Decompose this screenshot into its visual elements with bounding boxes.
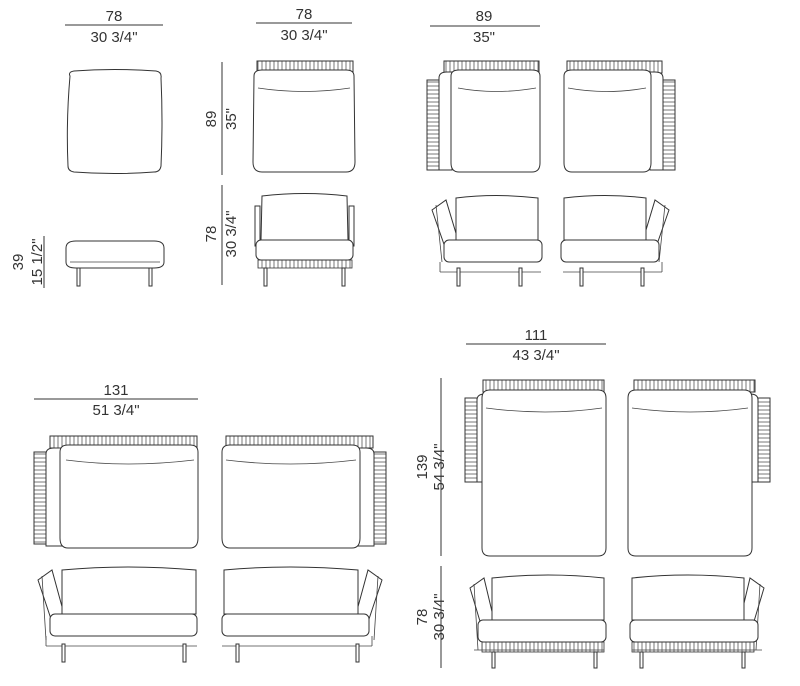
dim-chaise-height-metric: 78	[414, 609, 431, 626]
dim-pouf-width-metric: 78	[106, 8, 123, 25]
dim-chair-width: 78 30 3/4"	[256, 6, 352, 44]
chair-top-view	[252, 60, 356, 173]
dim-arm-width-metric: 89	[476, 8, 493, 25]
dim-chair-height-imperial: 30 3/4"	[223, 210, 240, 257]
dim-chaise-depth-imperial: 54 3/4"	[431, 443, 448, 490]
dim-chaise-depth: 139 54 3/4"	[414, 378, 448, 556]
right-sofa-front-view	[221, 566, 383, 663]
dim-chair-width-metric: 78	[296, 6, 313, 23]
pouf-front-view	[65, 240, 165, 287]
dim-sofa-width: 131 51 3/4"	[34, 382, 198, 419]
left-arm-module-front-view	[431, 195, 543, 287]
left-chaise-top-view	[464, 379, 607, 557]
chair-front-view	[254, 193, 355, 287]
pouf-top-view	[66, 69, 163, 174]
dim-chaise-width: 111 43 3/4"	[466, 327, 606, 364]
dim-chaise-height: 78 30 3/4"	[414, 566, 448, 668]
dim-chaise-depth-metric: 139	[414, 454, 431, 479]
dim-chaise-width-imperial: 43 3/4"	[512, 347, 559, 364]
left-arm-module-top-view	[426, 60, 541, 173]
dim-arm-module-width: 89 35"	[430, 8, 540, 46]
right-chaise-front-view	[629, 574, 765, 669]
dim-pouf-width-imperial: 30 3/4"	[90, 29, 137, 46]
dim-chaise-height-imperial: 30 3/4"	[431, 593, 448, 640]
dim-depth-imperial: 35"	[223, 108, 240, 130]
right-sofa-top-view	[221, 435, 387, 549]
dim-pouf-height-imperial: 15 1/2"	[29, 238, 46, 285]
left-sofa-front-view	[37, 566, 198, 663]
right-arm-module-top-view	[563, 60, 676, 173]
dim-pouf-height-metric: 39	[10, 254, 27, 271]
left-chaise-front-view	[469, 574, 607, 669]
dim-sofa-width-metric: 131	[103, 382, 128, 399]
dim-pouf-width: 78 30 3/4"	[65, 8, 163, 46]
dim-pouf-height: 39 15 1/2"	[10, 236, 46, 288]
dim-sofa-width-imperial: 51 3/4"	[92, 402, 139, 419]
right-arm-module-front-view	[560, 195, 670, 287]
dim-depth: 89 35"	[203, 62, 240, 175]
dim-arm-width-imperial: 35"	[473, 29, 495, 46]
dim-chair-height: 78 30 3/4"	[203, 185, 240, 285]
dim-chair-height-metric: 78	[203, 226, 220, 243]
left-sofa-top-view	[33, 435, 199, 549]
dim-depth-metric: 89	[203, 111, 220, 128]
dim-chaise-width-metric: 111	[525, 327, 548, 344]
right-chaise-top-view	[627, 379, 771, 557]
dim-chair-width-imperial: 30 3/4"	[280, 27, 327, 44]
